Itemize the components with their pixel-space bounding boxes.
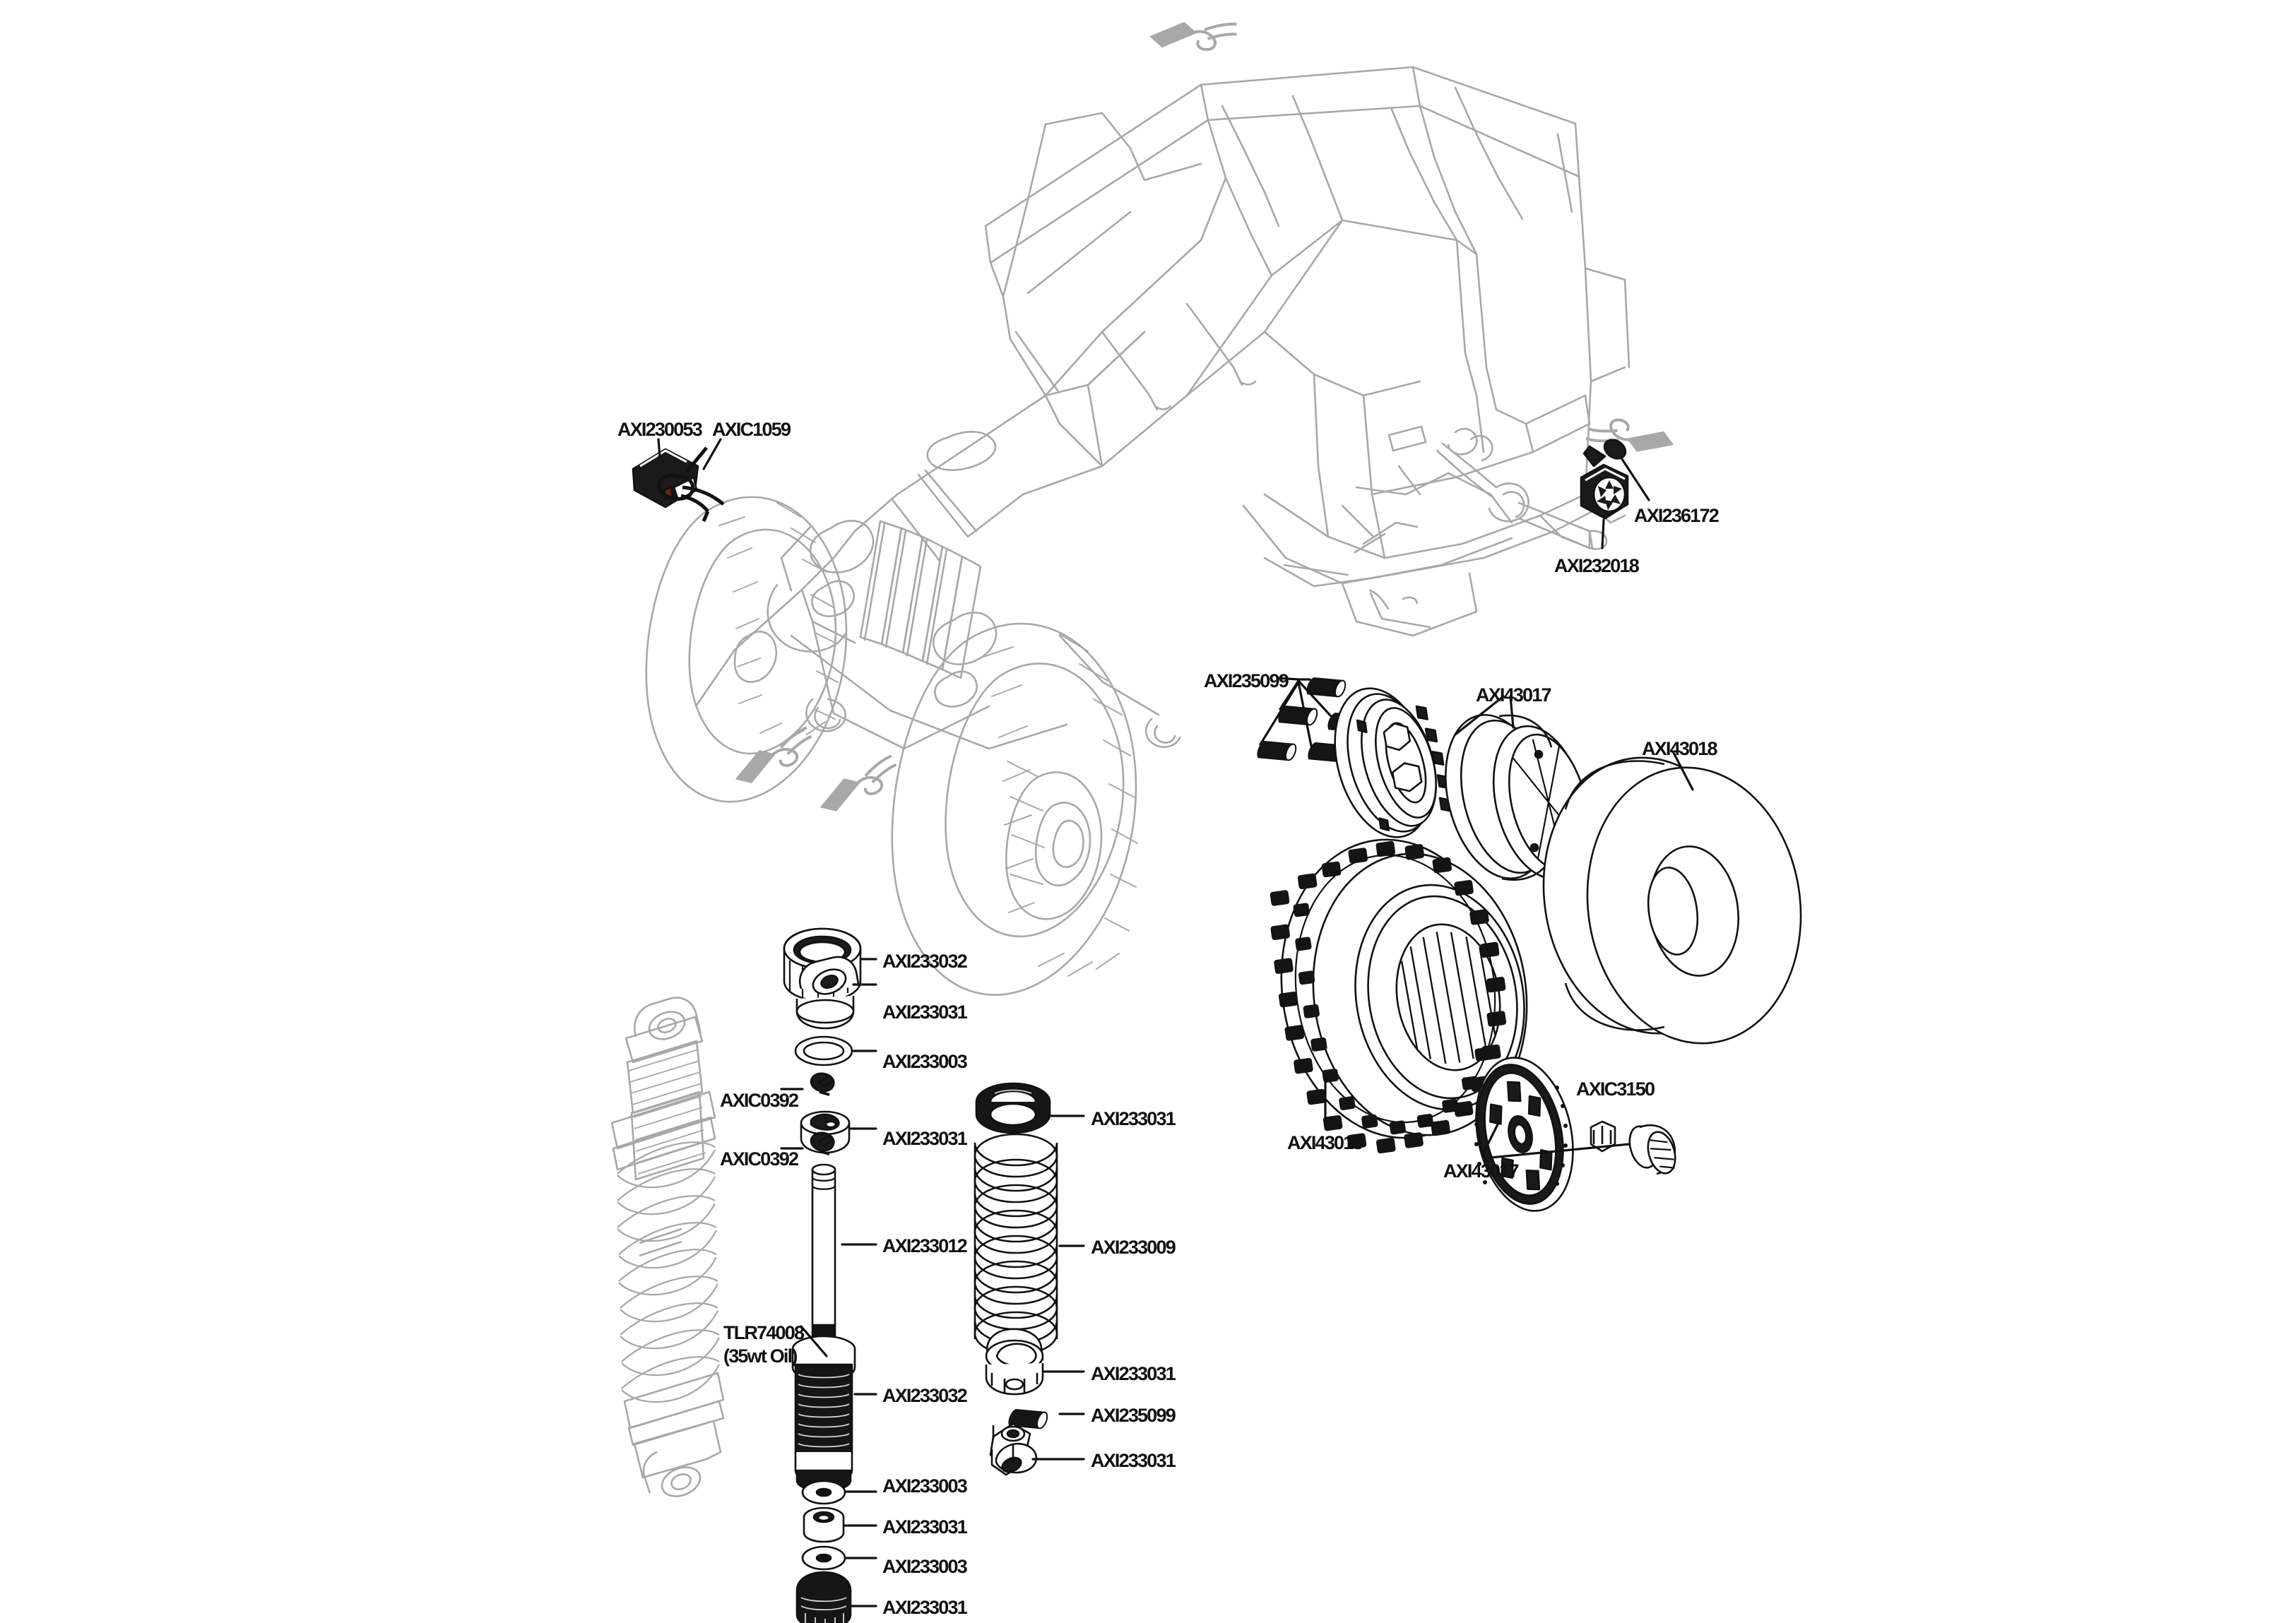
- label-AXI233003-oring-lower-1: AXI233003: [882, 1475, 968, 1497]
- label-AXI43018-foam: AXI43018: [1642, 738, 1717, 759]
- part-foam-insert: [1542, 756, 1802, 1045]
- label-AXI43017-hub: AXI43017: [1443, 1160, 1519, 1182]
- label-AXI233003-oring-lower-2: AXI233003: [882, 1556, 968, 1577]
- part-shock-body: [791, 1335, 856, 1492]
- label-AXI232018: AXI232018: [1554, 555, 1640, 576]
- label-AXI233031-retainer: AXI233031: [1091, 1108, 1176, 1129]
- label-AXI233031-eyelet: AXI233031: [882, 1001, 968, 1023]
- part-lower-shock-eyelet: [989, 1422, 1038, 1476]
- label-AXI43018-tire: AXI43018: [1287, 1132, 1363, 1153]
- part-wheel-nut: [1628, 1124, 1676, 1175]
- label-AXI233031-lower-cap: AXI233031: [882, 1597, 968, 1618]
- part-hex-wheel-hub: [1580, 463, 1629, 520]
- label-AXIC0392-upper: AXIC0392: [720, 1090, 799, 1111]
- shock-assembly-ghost: [610, 997, 725, 1497]
- leader-lines: [657, 438, 1694, 1607]
- label-AXI236172: AXI236172: [1634, 505, 1720, 526]
- label-AXI233032-cap: AXI233032: [882, 951, 968, 972]
- part-wheel-nut-small: [1590, 1120, 1616, 1153]
- part-lower-shock-cap: [795, 1571, 852, 1623]
- part-e-clip-upper: [810, 1072, 835, 1096]
- hardware-callout-parts: [632, 439, 1629, 522]
- label-AXI233031-lower-eyelet: AXI233031: [1091, 1450, 1176, 1471]
- part-wheel-face: [1474, 1057, 1574, 1212]
- label-AXI233031-piston: AXI233031: [882, 1128, 968, 1149]
- body-clip-ghost-left-2: [811, 754, 906, 816]
- part-spring-retainer: [975, 1082, 1051, 1134]
- part-upper-eyelet: [795, 956, 860, 1030]
- spring-exploded-parts: [974, 1082, 1058, 1476]
- label-AXI233009-spring: AXI233009: [1091, 1237, 1176, 1258]
- label-AXI235099-wheel: AXI235099: [1204, 670, 1289, 691]
- part-e-clip-lower: [810, 1131, 835, 1155]
- label-AXI235099-shock: AXI235099: [1091, 1405, 1176, 1426]
- label-AXI233031-perch: AXI233031: [1091, 1363, 1176, 1384]
- part-tire: [1270, 838, 1528, 1154]
- part-o-ring-lower-1: [801, 1480, 846, 1505]
- label-AXI233003-oring-upper: AXI233003: [882, 1051, 968, 1072]
- label-TLR74008-oil-spec: (35wt Oil): [723, 1345, 798, 1367]
- body-clip-ghost-top: [1148, 11, 1240, 59]
- label-AXIC0392-lower: AXIC0392: [720, 1148, 799, 1170]
- part-set-screw-pin: [1582, 439, 1627, 468]
- part-spacer-lower: [803, 1506, 845, 1543]
- label-TLR74008-oil: TLR74008: [723, 1322, 805, 1343]
- part-o-ring-upper: [794, 1035, 853, 1066]
- label-AXI233032-body: AXI233032: [882, 1385, 968, 1406]
- part-spring-perch-collar: [985, 1328, 1044, 1396]
- part-o-ring-lower-2: [801, 1545, 846, 1571]
- label-AXIC1059: AXIC1059: [712, 419, 791, 440]
- vehicle-ghost-outline: [645, 66, 1631, 996]
- shock-exploded-parts: [783, 927, 862, 1623]
- label-AXIC3150: AXIC3150: [1576, 1078, 1655, 1100]
- label-AXI233012-shaft: AXI233012: [882, 1235, 968, 1256]
- wheel-exploded-parts: [1255, 668, 1802, 1212]
- label-AXI230053: AXI230053: [617, 419, 703, 440]
- part-beadlock-ring: [1334, 687, 1452, 838]
- part-shock-spring: [974, 1133, 1058, 1356]
- part-body-clip-pin: [657, 446, 725, 522]
- label-AXI43017-rim: AXI43017: [1476, 684, 1551, 706]
- label-AXI233031-spacer: AXI233031: [882, 1516, 968, 1538]
